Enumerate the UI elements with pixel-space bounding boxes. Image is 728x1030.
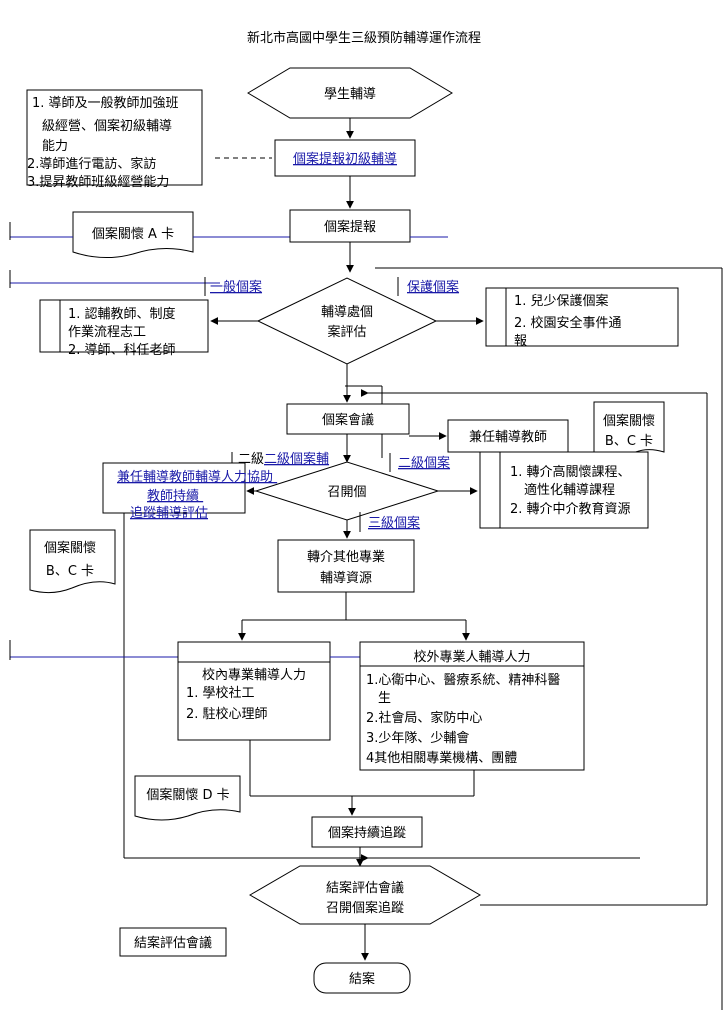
svg-text:1. 兒少保護個案 2. 校園安全事件通 報: 1. 兒少保護個案 2. 校園安全事件通 報 [514, 293, 626, 349]
svg-text:兼任輔導教師輔導人力協助 教師持續 追蹤輔導: 兼任輔導教師輔導人力協助 教師持續 追蹤輔導評估 [117, 469, 277, 521]
out-school-item2: 2.社會局、家防中心 [366, 710, 482, 726]
teacher-box [102, 462, 246, 514]
tier1-report-box [274, 139, 416, 177]
card-d [134, 775, 241, 821]
in-school-item2: 2. 駐校心理師 [186, 706, 268, 722]
in-school-title: 校內專業輔導人力 [202, 667, 306, 683]
page-title: 新北市高國中學生三級預防輔導運作流程 [247, 30, 481, 46]
assess-line1: 輔導處個 [321, 305, 373, 320]
case-meeting-label: 個案會議 [322, 413, 374, 428]
protect-box [485, 287, 679, 347]
svg-text:1.心衛中心、醫療系統、精神科醫 生 2.社: 1.心衛中心、醫療系統、精神科醫 生 2.社會局、家防中心 3.少年隊、少輔會 … [366, 673, 565, 766]
out-school-title: 校外專業人輔導人力 [413, 649, 530, 665]
card-bc-left [29, 529, 116, 594]
closing-meeting-node [249, 865, 481, 925]
card-d-label: 個案關懷 D 卡 [146, 788, 229, 803]
part-time-box [447, 419, 569, 453]
protect-line1: 1. 兒少保護個案 [514, 293, 609, 309]
referral-line1: 轉介其他專業 [307, 549, 385, 565]
tier1-note-line3: 能力 [42, 139, 68, 154]
tier1-note-box [26, 89, 203, 186]
follow-up-label: 個案持續追蹤 [328, 825, 406, 841]
level3-label: 三級個案 [368, 516, 420, 531]
end-node [313, 962, 411, 994]
counsel-line3: 2. 導師、科任老師 [68, 343, 176, 358]
in-school-box [177, 641, 331, 741]
resource-box [479, 451, 649, 529]
tier1-note-line4: 2.導師進行電訪、家訪 [27, 156, 156, 172]
teacher-line1: 兼任輔導教師輔導人力協助 [117, 469, 273, 485]
card-bc-left-line1: 個案關懷 [44, 541, 96, 556]
start-node [247, 67, 453, 119]
teacher-line2: 教師持續 [147, 488, 199, 504]
out-school-item3: 3.少年隊、少輔會 [366, 730, 469, 746]
level2-left-label: 二級個案輔 [264, 452, 329, 467]
protect-line2: 2. 校園安全事件通 [514, 315, 622, 331]
level2-right-label: 二級個案 [398, 456, 450, 471]
closing-meeting-line1: 結案評估會議 [326, 881, 404, 896]
out-school-item4: 4其他相關專業機構、團體 [366, 750, 517, 766]
case-meeting-box [286, 403, 410, 435]
out-school-item1: 1.心衛中心、醫療系統、精神科醫 [366, 673, 560, 688]
referral-line2: 輔導資源 [320, 571, 372, 586]
in-school-item1: 1. 學校社工 [186, 685, 255, 701]
counsel-line2: 作業流程志工 [68, 324, 146, 340]
end-label: 結案 [349, 972, 375, 987]
tier1-report-label: 個案提報初級輔導 [293, 151, 397, 167]
card-a [72, 211, 194, 258]
closing-meeting-line2: 召開個案追蹤 [326, 900, 404, 916]
card-a-label: 個案關懷 A 卡 [92, 227, 174, 242]
follow-up-box [311, 816, 423, 848]
part-time-label: 兼任輔導教師 [469, 429, 547, 445]
counsel-box [39, 299, 209, 353]
referral-box [277, 539, 415, 593]
protect-line3: 報 [514, 334, 527, 349]
svg-text:1. 轉介高關懷課程、 適性化輔導課程 2.: 1. 轉介高關懷課程、 適性化輔導課程 2. 轉介中介教育資源 [510, 464, 635, 517]
closing-label: 結案評估會議 [134, 936, 212, 951]
svg-text:1. 導師及一般教師加強班 級經營、個案初級輔導: 1. 導師及一般教師加強班 級經營、個案初級輔導 能力 2.導師進行電訪、家訪 … [27, 95, 183, 190]
card-bc-left-line2: B、C 卡 [46, 564, 94, 579]
start-label: 學生輔導 [324, 87, 376, 102]
protect-case-label: 保護個案 [407, 279, 459, 295]
card-bc-top-line1: 個案關懷 [603, 414, 655, 429]
closing-label-box [119, 927, 227, 957]
tier1-note-line1: 1. 導師及一般教師加強班 [32, 95, 179, 111]
resource-line2: 適性化輔導課程 [524, 482, 615, 498]
card-bc-top-line2: B、C 卡 [605, 434, 653, 449]
counsel-line1: 1. 認輔教師、制度 [68, 306, 176, 322]
resource-line3: 2. 轉介中介教育資源 [510, 501, 631, 517]
assess-line2: 案評估 [327, 325, 366, 340]
case-report-box [289, 209, 411, 243]
case-report-label: 個案提報 [324, 219, 376, 235]
convene-label: 召開個 [327, 485, 366, 500]
tier1-note-line2: 級經營、個案初級輔導 [42, 119, 172, 134]
out-school-item1b: 生 [378, 691, 391, 706]
resource-line1: 1. 轉介高關懷課程、 [510, 464, 631, 480]
tier1-note-line5: 3.提昇教師班級經營能力 [27, 174, 169, 190]
general-case-label: 一般個案 [210, 279, 262, 295]
card-bc-top [593, 401, 665, 460]
teacher-line3: 追蹤輔導評估 [130, 505, 208, 521]
svg-text:1. 認輔教師、制度 作業流程志工 2. 導: 1. 認輔教師、制度 作業流程志工 2. 導師、科任老師 [68, 306, 180, 358]
out-school-box [359, 641, 585, 771]
